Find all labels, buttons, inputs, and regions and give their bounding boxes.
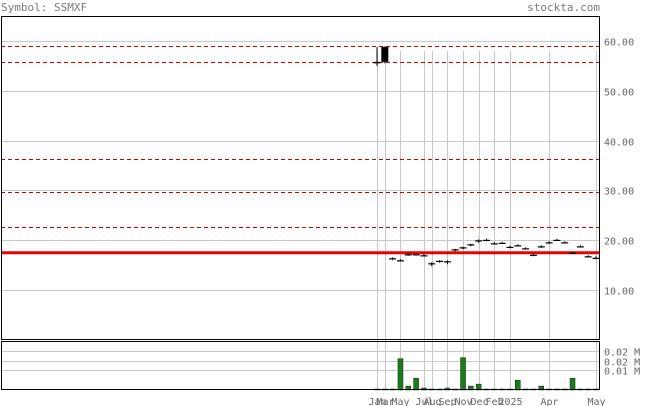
volume-bar (413, 377, 419, 391)
candle-body (522, 248, 530, 250)
volume-bar (569, 377, 576, 391)
candle-body (537, 246, 545, 248)
date-tick-label: Dec (470, 397, 488, 406)
price-panel-frame (1, 16, 600, 340)
date-tick-label: Jan (368, 397, 386, 406)
chart-header: Symbol: SSMXF stockta.com (0, 0, 655, 16)
candle-body (592, 257, 600, 259)
candle-body (490, 243, 498, 245)
date-tick-label: Aug (423, 397, 441, 406)
volume-axis-labels: 0.02 M0.02 M0.01 M (604, 348, 640, 378)
price-tick-label: 10.00 (604, 287, 634, 298)
candle-body (584, 256, 592, 258)
candle-body (451, 249, 459, 251)
volume-bar (515, 379, 521, 391)
candle-body (428, 263, 436, 265)
candle-body (436, 260, 444, 262)
candle-body (553, 239, 561, 242)
price-gridlines (1, 41, 600, 291)
panel-frames (1, 16, 600, 390)
candle-body (529, 254, 537, 256)
date-tick-label: Feb (485, 397, 503, 406)
date-tick-label: May (391, 397, 409, 406)
candle-body (483, 239, 490, 242)
volume-tick-label: 0.01 M (604, 367, 640, 378)
price-tick-label: 20.00 (604, 237, 634, 248)
candle-body (576, 246, 584, 248)
price-axis-labels: 10.00 20.00 30.00 40.00 50.00 60.00 (604, 38, 634, 298)
candle-body (396, 260, 404, 262)
price-candles (373, 46, 600, 267)
candle-body (404, 254, 412, 256)
site-label: stockta.com (527, 1, 600, 14)
volume-panel-frame (1, 341, 600, 390)
volume-gridlines (1, 351, 600, 371)
volume-tick-label: 0.02 M (604, 348, 640, 359)
candle-body (514, 245, 522, 247)
candle-body (420, 255, 428, 257)
volume-bars (374, 357, 599, 391)
price-tick-label: 50.00 (604, 88, 634, 99)
date-tick-label: Sep (438, 397, 456, 406)
price-levels (1, 46, 600, 255)
price-tick-label: 30.00 (604, 187, 634, 198)
candle-body (459, 247, 467, 249)
date-tick-label: Nov (454, 397, 472, 406)
price-tick-label: 60.00 (604, 38, 634, 49)
date-tick-label: 2025 (498, 397, 522, 406)
candle-body (569, 252, 577, 254)
date-gridlines (377, 51, 597, 390)
volume-tick-label: 0.02 M (604, 358, 640, 369)
candle-body (545, 242, 553, 244)
candle-body (506, 246, 514, 248)
date-tick-label: Apr (540, 397, 558, 406)
candle-body (373, 61, 381, 64)
candle-body (467, 244, 475, 246)
volume-bar (397, 358, 404, 391)
date-tick-label: Jul (415, 397, 433, 406)
symbol-label: Symbol: SSMXF (1, 1, 88, 14)
candle-body (412, 254, 420, 256)
candle-body (389, 258, 397, 260)
date-tick-label: Mar (376, 397, 394, 406)
candle-body (498, 242, 506, 244)
candle-body (443, 261, 451, 263)
candle-body (561, 242, 569, 244)
price-tick-label: 40.00 (604, 138, 634, 149)
candle-body (381, 46, 389, 62)
volume-bar (460, 357, 466, 391)
candle-body (475, 240, 483, 242)
date-tick-label: May (587, 397, 605, 406)
